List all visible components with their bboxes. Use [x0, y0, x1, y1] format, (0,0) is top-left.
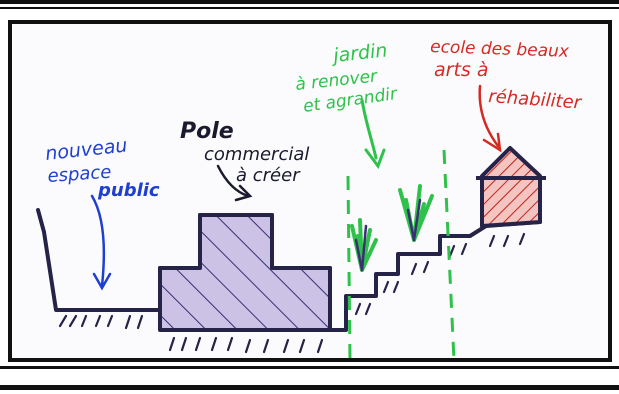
frame-bottom-bar-2 — [0, 385, 619, 390]
frame-top-bar-2 — [0, 7, 619, 9]
label-school-line2: arts à — [434, 59, 489, 81]
label-public-space-line3: public — [97, 180, 160, 201]
label-commercial-line1: Pole — [180, 119, 234, 144]
frame-top-bar — [0, 0, 619, 4]
label-commercial-line3: à créer — [236, 165, 301, 186]
label-commercial-line2: commercial — [204, 144, 309, 165]
frame-bottom-bar — [0, 366, 619, 369]
